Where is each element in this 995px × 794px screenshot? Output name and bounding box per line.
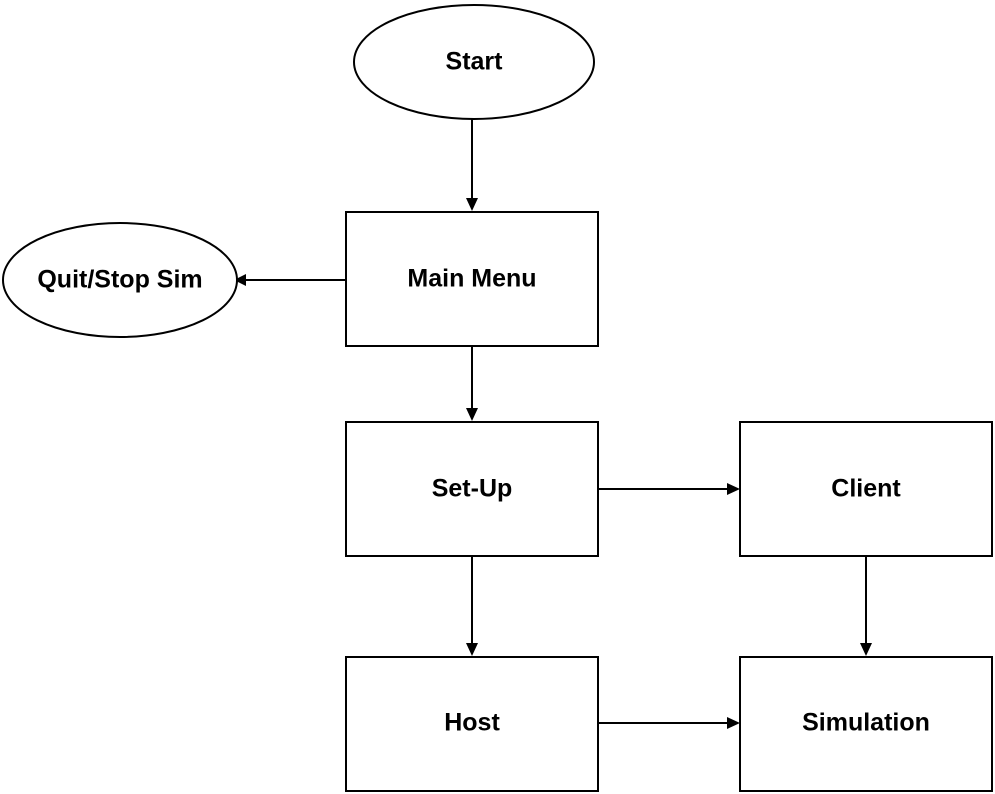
start-ellipse — [353, 4, 595, 120]
main-menu-label: Main Menu — [407, 265, 536, 293]
setup-label: Set-Up — [432, 475, 513, 503]
node-start: Start — [353, 4, 595, 120]
host-label: Host — [444, 709, 500, 737]
edge-setup-to-client — [598, 483, 740, 495]
edge-client-to-simulation — [860, 556, 872, 656]
host-box — [345, 656, 599, 792]
simulation-box — [739, 656, 993, 792]
main-menu-box — [345, 211, 599, 347]
edge-host-to-simulation — [598, 717, 740, 729]
node-quit: Quit/Stop Sim — [2, 222, 238, 338]
node-simulation: Simulation — [739, 656, 993, 792]
node-main-menu: Main Menu — [345, 211, 599, 347]
edge-main-menu-to-setup — [466, 346, 478, 421]
client-box — [739, 421, 993, 557]
edge-main-menu-to-quit — [234, 274, 346, 286]
edge-setup-to-host — [466, 556, 478, 656]
node-setup: Set-Up — [345, 421, 599, 557]
quit-label: Quit/Stop Sim — [37, 266, 202, 294]
simulation-label: Simulation — [802, 709, 930, 737]
node-host: Host — [345, 656, 599, 792]
node-client: Client — [739, 421, 993, 557]
quit-ellipse — [2, 222, 238, 338]
edge-start-to-main-menu — [466, 119, 478, 211]
setup-box — [345, 421, 599, 557]
client-label: Client — [831, 475, 901, 503]
start-label: Start — [446, 48, 504, 76]
